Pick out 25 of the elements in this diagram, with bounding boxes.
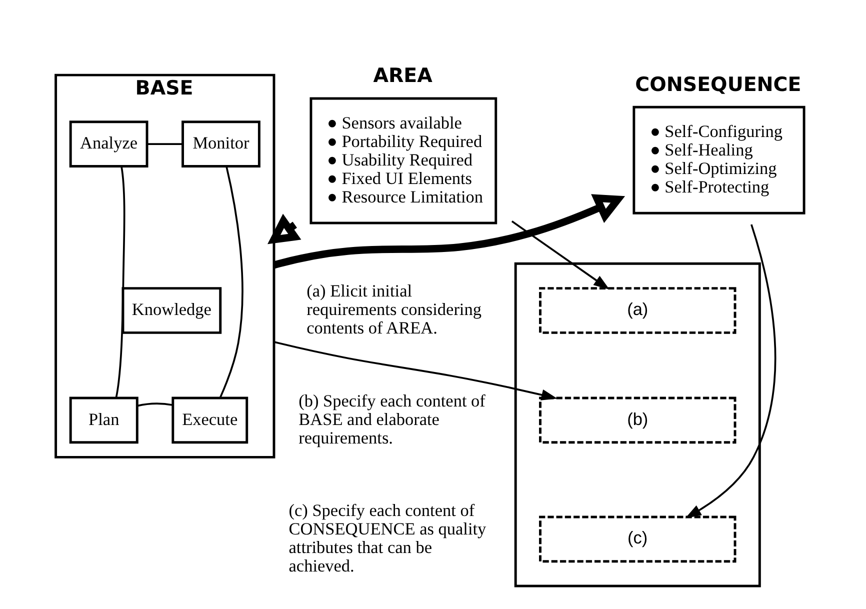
arrow — [274, 341, 558, 400]
node-box: ● Self-Configuring ● Self-Healing ● Self-Optimizing ● Self-Protecting — [632, 106, 806, 214]
connector — [137, 402, 173, 407]
connector — [115, 166, 126, 398]
arrow — [272, 194, 626, 269]
node-label: CONSEQUENCE — [635, 72, 802, 96]
label: (b) Specify each content of BASE and elaborate requirements. — [298, 391, 486, 448]
connector — [219, 166, 244, 398]
arrow — [685, 224, 776, 518]
node-box: Plan — [69, 396, 138, 444]
node-box: (a) — [539, 287, 736, 334]
node-box: Execute — [172, 396, 248, 444]
node-box: (b) — [539, 396, 736, 444]
node-box: ● Sensors available ● Portability Required ● Usability Required ● Fixed UI Elements ● Resource Limitation — [310, 97, 498, 224]
label: (a) Elicit initial requirements considering contents of AREA. — [306, 282, 482, 338]
node-label: AREA — [373, 64, 432, 88]
arrow — [511, 220, 610, 290]
node-box: Knowledge — [122, 287, 222, 334]
node-box: (c) — [539, 516, 736, 563]
connector — [147, 143, 182, 145]
node-box: Monitor — [182, 120, 260, 168]
arrow — [267, 214, 302, 244]
label: (c) Specify each content of CONSEQUENCE as quality attributes that can be achieved. — [288, 500, 486, 576]
cluster — [514, 262, 761, 588]
node-box: Analyze — [69, 120, 148, 168]
